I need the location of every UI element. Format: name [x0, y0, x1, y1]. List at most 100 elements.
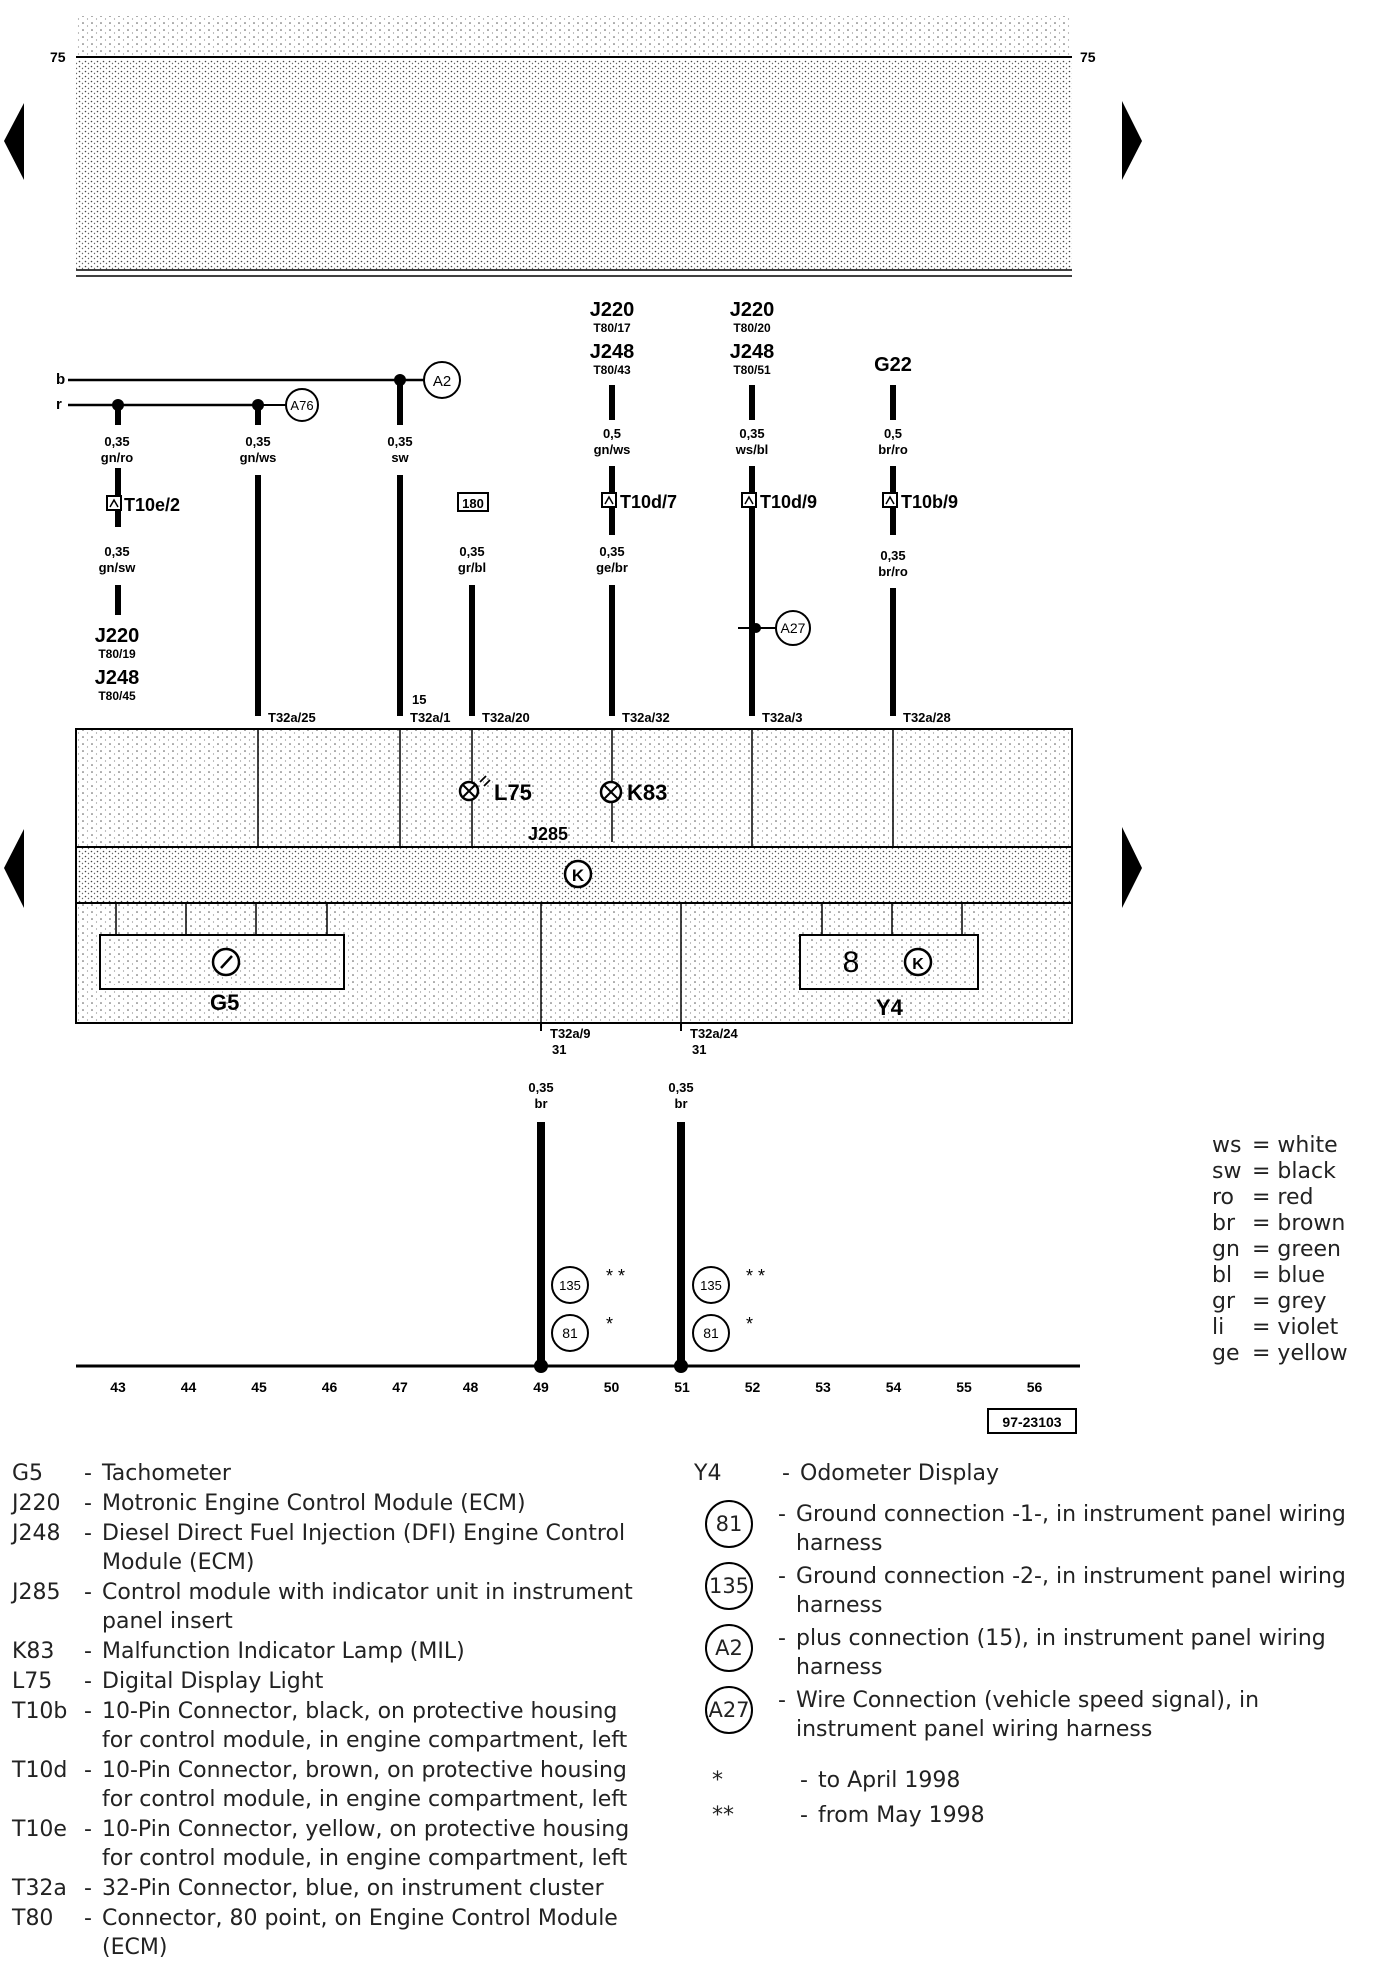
circle-a76: A76 — [290, 398, 313, 413]
color-key-row: gn= green — [1212, 1237, 1348, 1263]
color-key-abbr: ws — [1212, 1133, 1242, 1158]
svg-text:T32a/3: T32a/3 — [762, 710, 802, 725]
svg-text:gn/ws: gn/ws — [240, 450, 277, 465]
svg-text:T32a/1: T32a/1 — [410, 710, 450, 725]
legend-row: T10d-10-Pin Connector, brown, on protect… — [12, 1756, 642, 1814]
svg-text:* *: * * — [746, 1266, 765, 1286]
color-key-row: bl= blue — [1212, 1263, 1348, 1289]
svg-text:br/ro: br/ro — [878, 442, 908, 457]
column-number: 53 — [815, 1379, 831, 1395]
svg-text:31: 31 — [552, 1042, 566, 1057]
svg-text:T32a/32: T32a/32 — [622, 710, 670, 725]
svg-text:*: * — [746, 1314, 753, 1334]
arrow-right-top-icon — [1122, 101, 1142, 180]
legend-dash: - — [778, 1626, 786, 1651]
legend-circle-symbol: 81 — [705, 1500, 753, 1548]
legend-symbol: Y4 — [694, 1461, 722, 1486]
column-number: 50 — [604, 1379, 620, 1395]
svg-text:T80/19: T80/19 — [98, 647, 136, 661]
cluster-lower-band: G5 8 K Y4 — [75, 902, 1073, 1024]
legend-code: T10d — [12, 1758, 68, 1783]
legend-desc: plus connection (15), in instrument pane… — [796, 1626, 1326, 1680]
svg-text:gn/ws: gn/ws — [594, 442, 631, 457]
svg-text:0,35: 0,35 — [104, 434, 129, 449]
color-key-name: = white — [1252, 1133, 1338, 1158]
column-number: 47 — [392, 1379, 408, 1395]
legend-desc: Control module with indicator unit in in… — [102, 1580, 633, 1634]
svg-text:T80/45: T80/45 — [98, 689, 136, 703]
legend-row: 135-Ground connection -2-, in instrument… — [690, 1562, 1376, 1620]
connector-t10d-7: T10d/7 — [620, 492, 677, 512]
svg-text:T32a/9: T32a/9 — [550, 1026, 590, 1041]
legend-dash: - — [84, 1669, 92, 1694]
legend-dash: - — [800, 1768, 808, 1793]
color-key-abbr: gr — [1212, 1289, 1236, 1314]
svg-text:K: K — [572, 866, 585, 885]
svg-text:br: br — [535, 1096, 548, 1111]
wire-col-54: G22 0,5 br/ro T10b/9 0,35 br/ro T32a/28 — [874, 354, 958, 725]
legend-dash: - — [84, 1461, 92, 1486]
color-key-abbr: ge — [1212, 1341, 1240, 1366]
legend-dash: - — [84, 1580, 92, 1605]
circle-81-col49: 81 — [562, 1325, 578, 1341]
svg-text:0,35: 0,35 — [739, 426, 764, 441]
svg-text:T80/20: T80/20 — [733, 321, 771, 335]
svg-text:*: * — [606, 1314, 613, 1334]
color-key-name: = black — [1252, 1159, 1336, 1184]
legend-code: T80 — [12, 1906, 54, 1931]
svg-text:J248: J248 — [95, 667, 140, 689]
circle-a2: A2 — [433, 373, 451, 390]
legend-row: K83-Malfunction Indicator Lamp (MIL) — [12, 1637, 642, 1666]
legend-code: J285 — [12, 1580, 61, 1605]
color-key-row: ws = white — [1212, 1133, 1348, 1159]
marker-75-left: 75 — [50, 49, 66, 65]
svg-text:br: br — [675, 1096, 688, 1111]
connector-t10b-9: T10b/9 — [901, 492, 958, 512]
svg-text:0,35: 0,35 — [104, 544, 129, 559]
connector-t10e-2: T10e/2 — [124, 495, 180, 515]
color-key-abbr: gn — [1212, 1237, 1240, 1262]
y4-digit: 8 — [843, 946, 860, 979]
wire-col-52: J220 T80/20 J248 T80/51 0,35 ws/bl T10d/… — [730, 299, 817, 725]
arrow-left-middle-icon — [4, 829, 24, 908]
g5-label: G5 — [210, 990, 239, 1015]
legend-circle-symbol: A2 — [705, 1624, 753, 1672]
wire-col-48: 180 0,35 gr/bl T32a/20 — [457, 492, 530, 725]
color-key-abbr: li — [1212, 1315, 1225, 1340]
ground-wire-col-49: T32a/9 31 0,35 br 135 * * 81 * — [528, 1023, 625, 1373]
circle-135-col51: 135 — [700, 1278, 722, 1293]
legend-dash: - — [84, 1817, 92, 1842]
svg-text:J220: J220 — [95, 625, 140, 647]
legend-dash: - — [782, 1461, 790, 1486]
color-key-abbr: bl — [1212, 1263, 1233, 1288]
color-key-row: br= brown — [1212, 1211, 1348, 1237]
legend-row: *-to April 1998 — [690, 1766, 1376, 1795]
column-number: 48 — [463, 1379, 479, 1395]
legend-code: T10e — [12, 1817, 67, 1842]
instrument-cluster-j285: L75 K83 J285 — [75, 728, 1073, 848]
ground-wire-col-51: T32a/24 31 0,35 br 135 * * 81 * — [668, 1023, 765, 1373]
box-180: 180 — [462, 496, 484, 511]
legend-desc: Wire Connection (vehicle speed signal), … — [796, 1688, 1260, 1742]
svg-text:J220: J220 — [730, 299, 775, 321]
svg-text:sw: sw — [391, 450, 409, 465]
color-key-row: sw = black — [1212, 1159, 1348, 1185]
column-number: 45 — [251, 1379, 267, 1395]
color-key-abbr: ro — [1212, 1185, 1235, 1210]
legend-dash: - — [84, 1639, 92, 1664]
column-number: 51 — [674, 1379, 690, 1395]
legend-desc: Odometer Display — [800, 1461, 999, 1486]
color-key-abbr: sw — [1212, 1159, 1242, 1184]
column-number: 46 — [322, 1379, 338, 1395]
top-continuation-band: 75 75 — [50, 16, 1096, 277]
legend-dash: - — [84, 1521, 92, 1546]
marker-75-right: 75 — [1080, 49, 1096, 65]
j285-label: J285 — [528, 824, 568, 844]
legend-dash: - — [84, 1491, 92, 1516]
legend-row: G5-Tachometer — [12, 1459, 642, 1488]
wire-col-43: 0,35 gn/ro T10e/2 0,35 gn/sw J220 T80/19… — [95, 405, 180, 703]
legend-dash: - — [84, 1758, 92, 1783]
